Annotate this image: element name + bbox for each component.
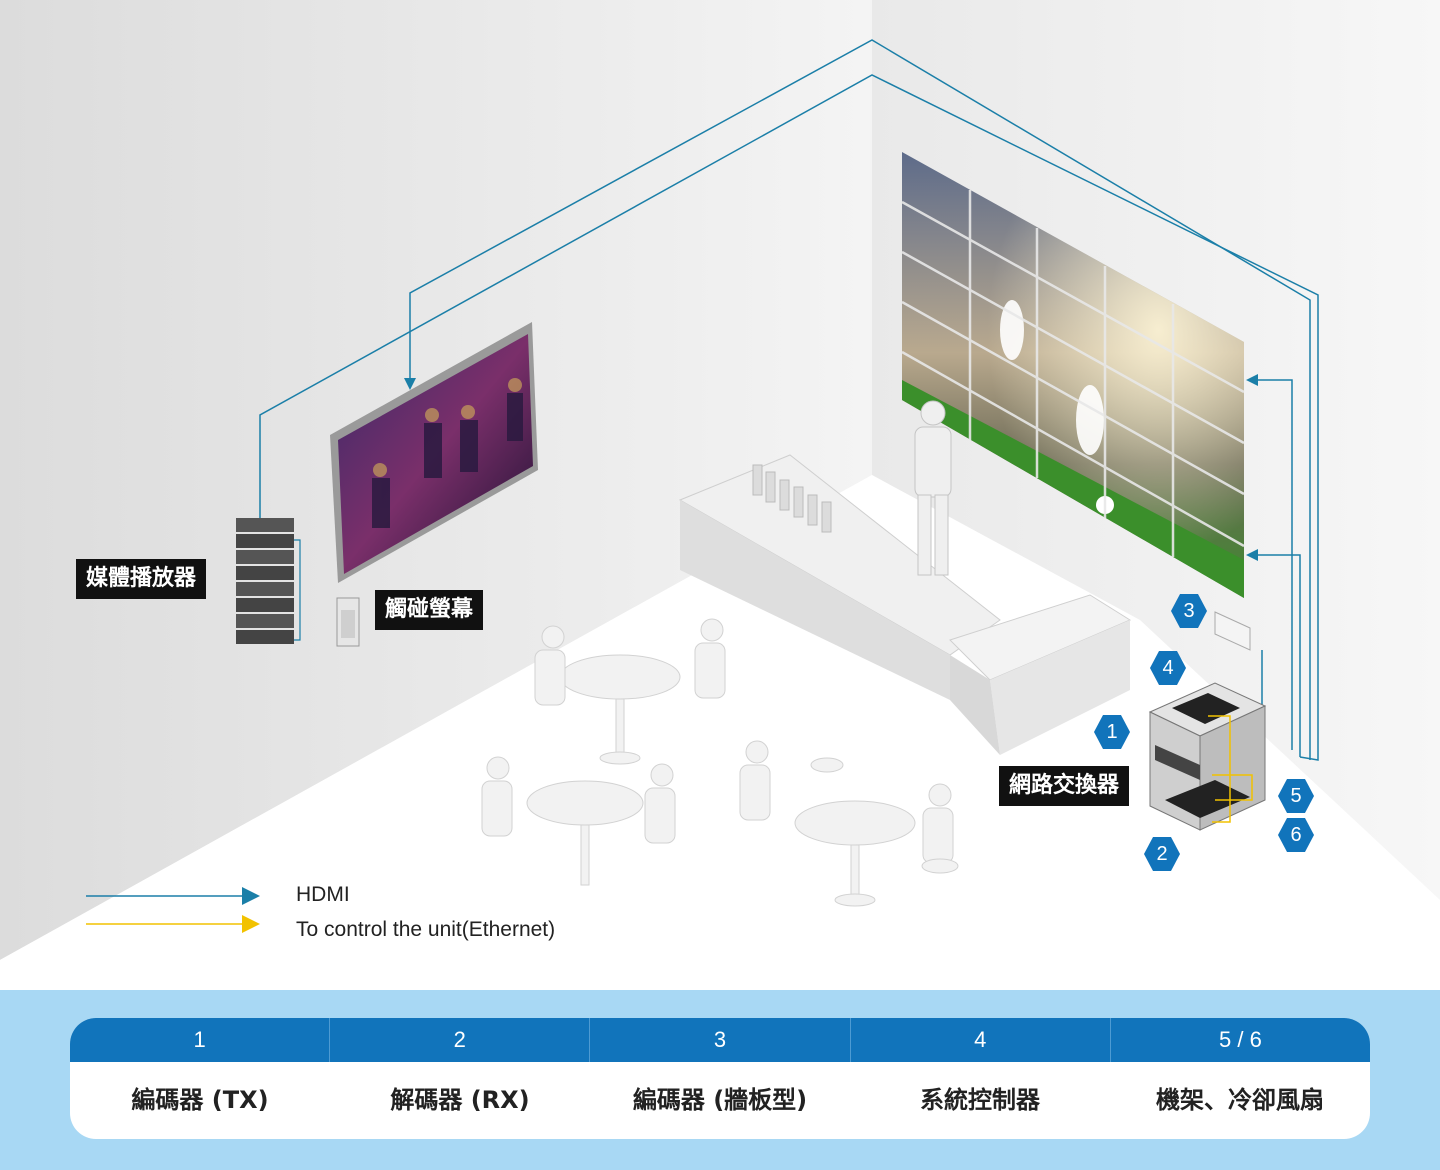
- badge-5: 5: [1277, 777, 1315, 815]
- room-diagram: [0, 0, 1440, 990]
- hdmi-lines: [259, 39, 1319, 761]
- touch-screen-label: 觸碰螢幕: [375, 590, 484, 630]
- table-header-row: 1 2 3 4 5 / 6: [70, 1018, 1370, 1062]
- person-silhouette: [914, 400, 952, 576]
- legend-hdmi: HDMI: [296, 883, 350, 906]
- table-header-cell: 5 / 6: [1109, 1018, 1370, 1062]
- wall-plate-encoder: [1214, 611, 1251, 651]
- wall-touch-panel: [336, 597, 360, 647]
- table-header-cell: 2: [329, 1018, 589, 1062]
- table-cell: 系統控制器: [920, 1086, 1040, 1114]
- badge-3: 3: [1170, 592, 1208, 630]
- badge-1: 1: [1093, 713, 1131, 751]
- table-body-row: 編碼器 (TX) 解碼器 (RX) 編碼器 (牆板型) 系統控制器 機架、冷卻風…: [70, 1062, 1370, 1139]
- arrow-head: [1246, 374, 1258, 386]
- media-player-label: 媒體播放器: [76, 559, 207, 599]
- component-table: 1 2 3 4 5 / 6 編碼器 (TX) 解碼器 (RX) 編碼器 (牆板型…: [70, 1018, 1370, 1139]
- media-player-rack: [236, 518, 301, 644]
- touch-screen-display: [330, 322, 538, 583]
- ethernet-legend-arrow: [242, 915, 260, 933]
- arrow-head: [404, 378, 416, 390]
- badge-4: 4: [1149, 649, 1187, 687]
- hdmi-legend-arrow: [242, 887, 260, 905]
- equipment-rack: [1148, 682, 1267, 831]
- table-header-cell: 3: [589, 1018, 849, 1062]
- badge-2: 2: [1143, 835, 1181, 873]
- badge-6: 6: [1277, 816, 1315, 854]
- video-wall: [901, 152, 1245, 598]
- table-cell: 機架、冷卻風扇: [1156, 1086, 1324, 1114]
- arrow-head: [1246, 549, 1258, 561]
- table-cell: 編碼器 (牆板型): [632, 1086, 808, 1114]
- floor: [0, 475, 1440, 990]
- table-cell: 解碼器 (RX): [390, 1086, 530, 1114]
- cafe-tables: [481, 618, 959, 907]
- table-header-cell: 4: [849, 1018, 1110, 1062]
- legend-ethernet: To control the unit(Ethernet): [296, 918, 556, 941]
- table-header-cell: 1: [193, 1027, 206, 1052]
- network-switch-label: 網路交換器: [999, 766, 1130, 806]
- table-cell: 編碼器 (TX): [131, 1086, 269, 1114]
- bar-counter: [678, 454, 1132, 755]
